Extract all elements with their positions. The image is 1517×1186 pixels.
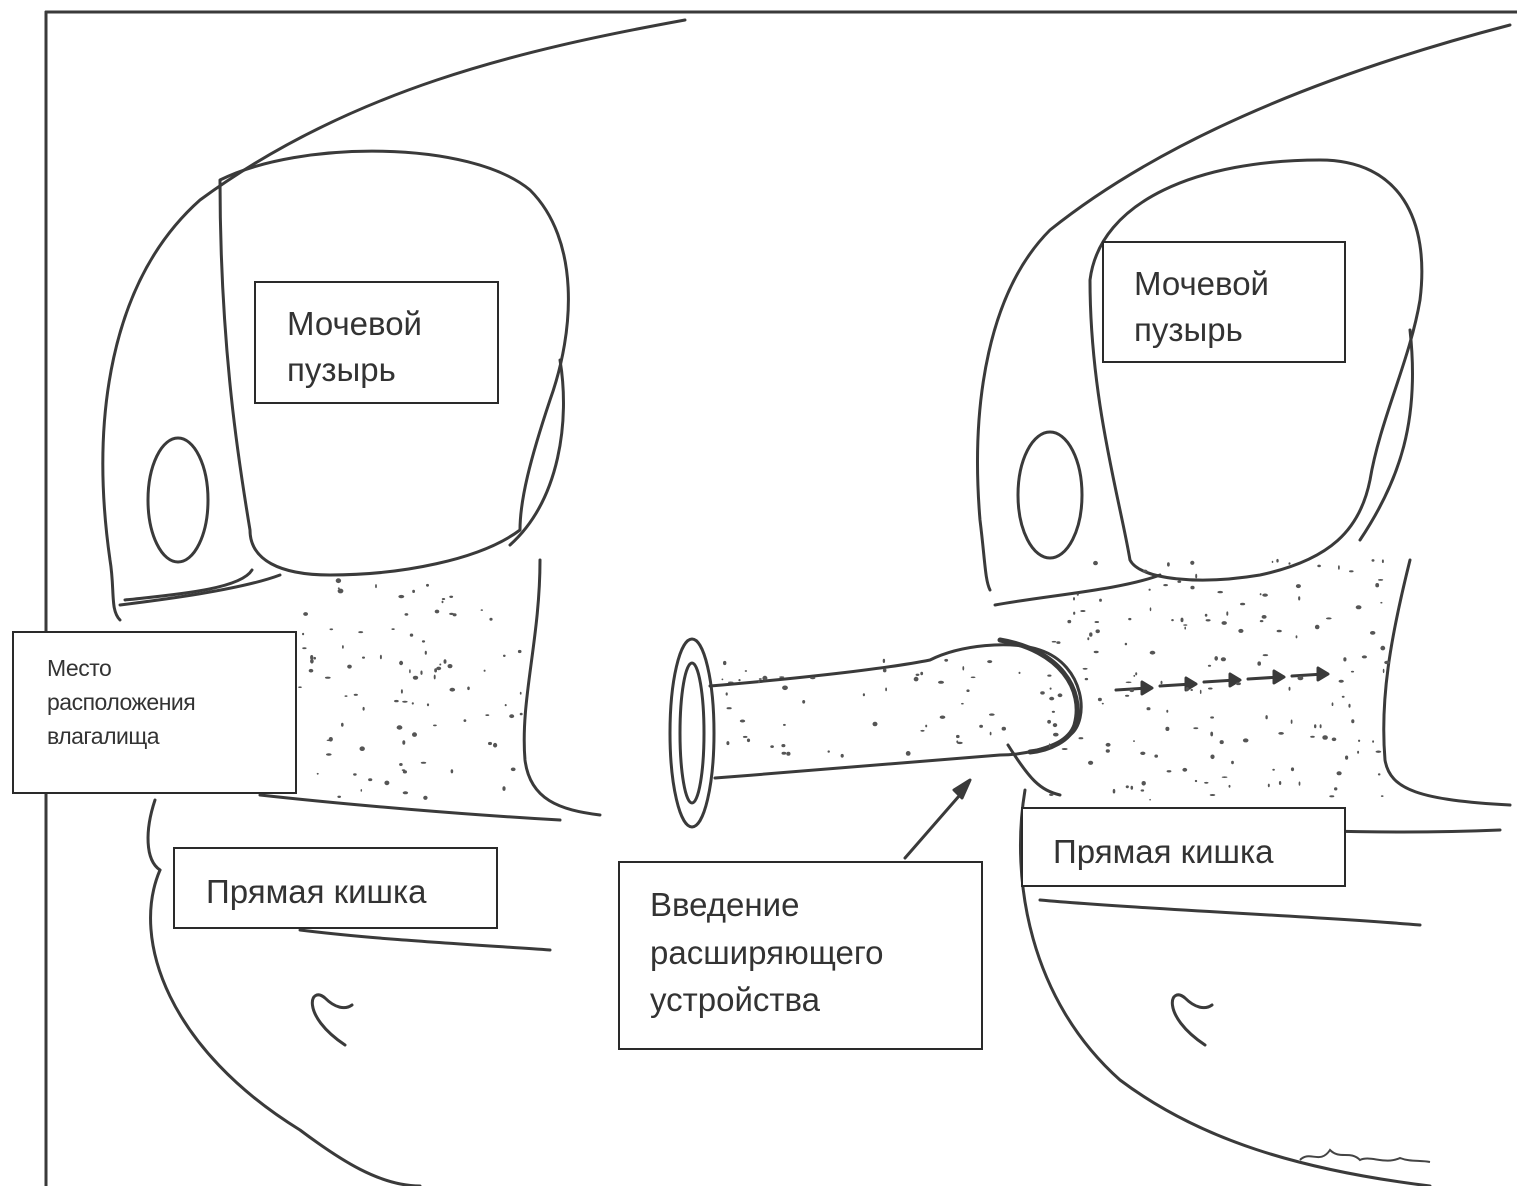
label-line: Мочевой bbox=[287, 301, 497, 347]
label-line: Мочевой bbox=[1134, 261, 1344, 307]
label-vagina-site: Место расположения влагалища bbox=[12, 631, 297, 794]
label-line: Прямая кишка bbox=[1053, 829, 1344, 875]
label-line: пузырь bbox=[1134, 307, 1344, 353]
label-rectum-right: Прямая кишка bbox=[1021, 807, 1346, 887]
label-bladder-left: Мочевой пузырь bbox=[254, 281, 499, 404]
label-line: расширяющего bbox=[650, 929, 981, 977]
label-line: пузырь bbox=[287, 347, 497, 393]
label-bladder-right: Мочевой пузырь bbox=[1102, 241, 1346, 363]
label-dilator-insertion: Введение расширяющего устройства bbox=[618, 861, 983, 1050]
right-figure bbox=[978, 25, 1510, 1186]
dilator-pointer-arrow bbox=[905, 780, 970, 858]
label-line: Место bbox=[47, 651, 295, 685]
label-line: устройства bbox=[650, 976, 981, 1024]
label-line: расположения bbox=[47, 685, 295, 719]
label-rectum-left: Прямая кишка bbox=[173, 847, 498, 929]
label-line: Введение bbox=[650, 881, 981, 929]
left-figure bbox=[103, 20, 685, 1186]
artist-signature bbox=[1300, 1150, 1430, 1162]
dilator-device bbox=[670, 639, 1081, 827]
direction-arrows bbox=[1116, 668, 1328, 694]
label-line: влагалища bbox=[47, 719, 295, 753]
label-line: Прямая кишка bbox=[206, 869, 496, 915]
